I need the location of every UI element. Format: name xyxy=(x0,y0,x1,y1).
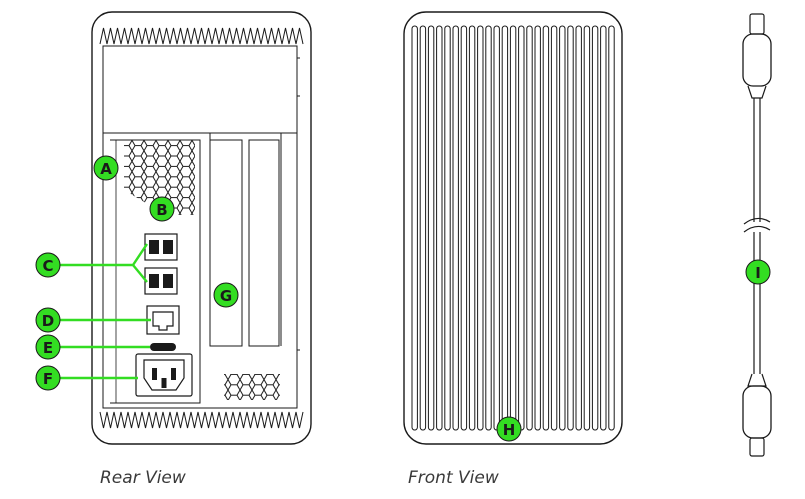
rear-top-vent xyxy=(100,28,303,44)
callout-i: I xyxy=(746,260,770,284)
bottom-hex-vent xyxy=(224,374,280,400)
usb-port-stack xyxy=(145,234,177,294)
callout-f: F xyxy=(36,366,60,390)
thunderbolt-cable xyxy=(743,14,771,456)
callout-leaders xyxy=(60,244,151,378)
callout-g: G xyxy=(214,283,238,307)
ethernet-port xyxy=(147,306,179,334)
callout-e: E xyxy=(36,335,60,359)
thunderbolt-port xyxy=(150,343,176,351)
front-view-caption: Front View xyxy=(408,468,499,488)
rear-bottom-vent xyxy=(100,412,303,428)
callout-e-label: E xyxy=(43,339,53,357)
power-socket xyxy=(136,354,192,396)
callout-a-label: A xyxy=(100,160,112,178)
callout-g-label: G xyxy=(220,287,232,305)
callout-b: B xyxy=(150,197,174,221)
callout-c: C xyxy=(36,253,60,277)
callout-b-label: B xyxy=(156,201,167,219)
front-cooling-fins xyxy=(412,26,614,430)
callout-a: A xyxy=(94,156,118,180)
callout-f-label: F xyxy=(43,370,53,388)
callout-h-label: H xyxy=(503,421,516,439)
callout-c-label: C xyxy=(42,257,53,275)
callout-i-label: I xyxy=(755,264,761,282)
rear-view-caption: Rear View xyxy=(100,468,186,488)
front-view-enclosure xyxy=(404,12,622,444)
pcie-slot-bracket xyxy=(210,133,281,346)
callout-d: D xyxy=(36,308,60,332)
callout-d-label: D xyxy=(42,312,54,330)
callout-h: H xyxy=(497,417,521,441)
